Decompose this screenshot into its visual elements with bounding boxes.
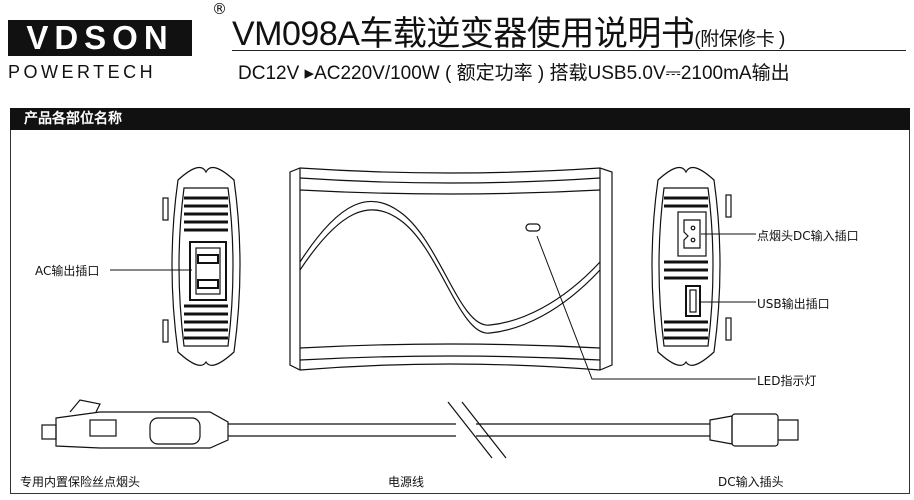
label-usb-output: USB输出插口 — [757, 295, 830, 312]
page-subtitle: DC12V ▸AC220V/100W ( 额定功率 ) 搭载USB5.0V⎓21… — [238, 63, 790, 84]
label-power-cord: 电源线 — [388, 473, 425, 490]
brand-logo: VDSON — [8, 20, 192, 56]
registered-mark: ® — [212, 0, 227, 18]
page-title: VM098A车载逆变器使用说明书(附保修卡 ) — [232, 6, 785, 55]
brand-subtitle: POWERTECH — [8, 62, 157, 82]
inverter-body — [289, 167, 613, 371]
dc-usb-end-view — [651, 166, 732, 366]
title-suffix: (附保修卡 ) — [694, 29, 785, 50]
label-dc-plug: DC输入插头 — [718, 473, 784, 490]
title-divider — [232, 50, 906, 51]
section-heading: 产品各部位名称 — [10, 108, 910, 130]
diagram-frame — [10, 130, 910, 494]
title-main: VM098A车载逆变器使用说明书 — [232, 15, 695, 53]
power-cable — [41, 399, 799, 459]
label-ac-output: AC输出插口 — [35, 262, 100, 279]
label-dc-input-socket: 点烟头DC输入插口 — [757, 227, 859, 244]
label-cigarette-plug: 专用内置保险丝点烟头 — [20, 473, 141, 490]
label-led: LED指示灯 — [757, 372, 817, 389]
ac-end-view — [162, 166, 241, 366]
